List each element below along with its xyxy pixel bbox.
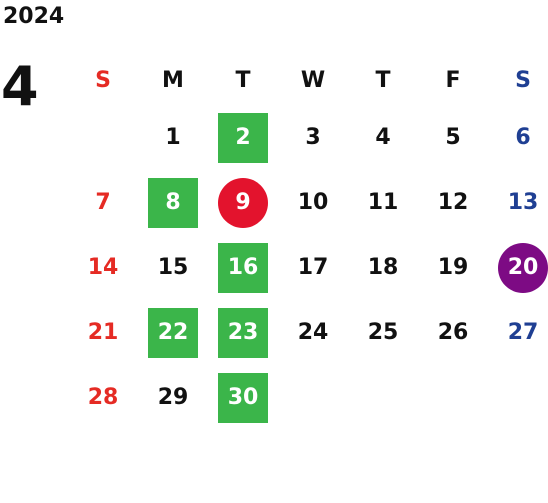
day-cell[interactable]: 27 [488, 300, 548, 365]
day-number: 3 [305, 125, 321, 150]
green-day-marker: 30 [218, 372, 268, 423]
day-number: 29 [157, 385, 189, 410]
day-number: 10 [297, 190, 329, 215]
day-cell[interactable]: 24 [278, 300, 348, 365]
day-number: 15 [157, 255, 189, 280]
day-cell[interactable]: 9 [208, 170, 278, 235]
day-number: 12 [437, 190, 469, 215]
day-cell[interactable]: 30 [208, 365, 278, 430]
empty-cell [488, 365, 548, 430]
day-cell[interactable]: 7 [68, 170, 138, 235]
day-cell[interactable]: 8 [138, 170, 208, 235]
day-cell[interactable]: 21 [68, 300, 138, 365]
day-number: 24 [297, 320, 329, 345]
day-cell[interactable]: 17 [278, 235, 348, 300]
day-number: 27 [507, 320, 539, 345]
day-cell[interactable]: 23 [208, 300, 278, 365]
day-number: 21 [87, 320, 119, 345]
day-number: 6 [515, 125, 531, 150]
day-cell[interactable]: 18 [348, 235, 418, 300]
day-cell[interactable]: 25 [348, 300, 418, 365]
red-day-marker: 9 [218, 177, 268, 228]
green-day-marker: 8 [148, 177, 198, 228]
weekday-header: F [445, 67, 461, 93]
green-day-marker: 23 [218, 307, 268, 358]
day-cell[interactable]: 11 [348, 170, 418, 235]
day-number: 25 [367, 320, 399, 345]
purple-day-marker: 20 [498, 242, 548, 293]
day-number: 5 [445, 125, 461, 150]
year-label: 2024 [3, 4, 65, 29]
day-cell[interactable]: 12 [418, 170, 488, 235]
day-number: 7 [95, 190, 111, 215]
day-number: 28 [87, 385, 119, 410]
day-cell[interactable]: 10 [278, 170, 348, 235]
day-number: 1 [165, 125, 181, 150]
day-cell[interactable]: 13 [488, 170, 548, 235]
day-number: 13 [507, 190, 539, 215]
month-number: 4 [1, 55, 39, 118]
day-cell[interactable]: 5 [418, 105, 488, 170]
day-cell[interactable]: 15 [138, 235, 208, 300]
day-number: 11 [367, 190, 399, 215]
weekday-header: T [375, 67, 391, 93]
day-cell[interactable]: 6 [488, 105, 548, 170]
day-number: 26 [437, 320, 469, 345]
green-day-marker: 2 [218, 112, 268, 163]
day-cell[interactable]: 3 [278, 105, 348, 170]
green-day-marker: 22 [148, 307, 198, 358]
day-cell[interactable]: 1 [138, 105, 208, 170]
empty-cell [348, 365, 418, 430]
day-cell[interactable]: 28 [68, 365, 138, 430]
weekday-header: S [95, 67, 111, 93]
green-day-marker: 16 [218, 242, 268, 293]
day-cell[interactable]: 22 [138, 300, 208, 365]
day-cell[interactable]: 16 [208, 235, 278, 300]
day-cell[interactable]: 20 [488, 235, 548, 300]
day-cell[interactable]: 29 [138, 365, 208, 430]
weekday-header: M [162, 67, 184, 93]
day-number: 19 [437, 255, 469, 280]
day-cell[interactable]: 4 [348, 105, 418, 170]
empty-cell [278, 365, 348, 430]
day-number: 18 [367, 255, 399, 280]
day-cell[interactable]: 19 [418, 235, 488, 300]
empty-cell [418, 365, 488, 430]
weekday-header: W [300, 67, 326, 93]
day-cell[interactable]: 2 [208, 105, 278, 170]
weekday-header: T [235, 67, 251, 93]
weekday-header: S [515, 67, 531, 93]
day-cell[interactable]: 26 [418, 300, 488, 365]
day-cell[interactable]: 14 [68, 235, 138, 300]
empty-cell [68, 105, 138, 170]
day-number: 17 [297, 255, 329, 280]
day-number: 4 [375, 125, 391, 150]
day-number: 14 [87, 255, 119, 280]
